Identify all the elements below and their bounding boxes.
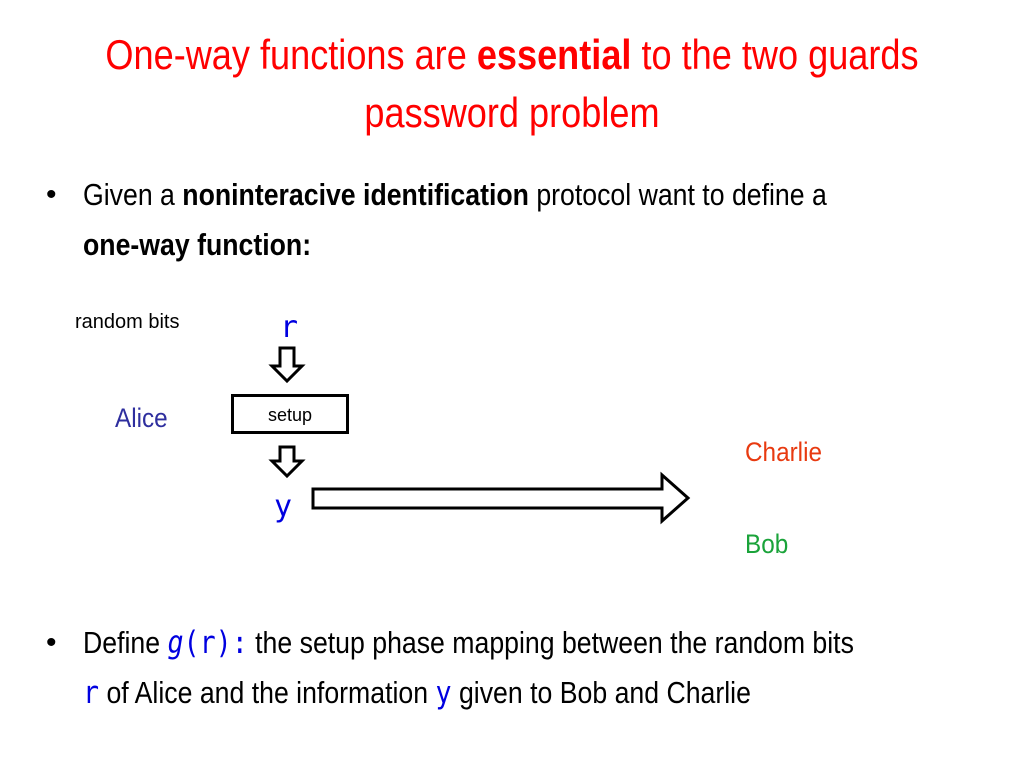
bullet-1-b1: noninteracive identification xyxy=(182,177,529,212)
y-inline: y xyxy=(435,675,452,711)
g-function: g xyxy=(167,625,184,661)
alice-label: Alice xyxy=(115,403,168,433)
bullet-2-t1: Define xyxy=(83,625,168,660)
down-arrow-icon xyxy=(268,445,306,479)
bullet-marker-1: • xyxy=(46,178,57,211)
bullet-1-text: Given a noninteracive identification pro… xyxy=(83,170,857,270)
bullet-1-t2: protocol want to define a xyxy=(528,177,827,212)
setup-box: setup xyxy=(231,394,349,434)
title-part2: to the two guards password problem xyxy=(364,31,919,136)
down-arrow-icon xyxy=(268,346,306,384)
r-variable: r xyxy=(280,310,299,345)
charlie-label: Charlie xyxy=(745,437,822,467)
title-part1: One-way functions are xyxy=(105,31,477,78)
bullet-1-b2: one-way function: xyxy=(83,227,312,262)
bullet-1-t1: Given a xyxy=(83,177,183,212)
slide-title: One-way functions are essential to the t… xyxy=(72,26,953,142)
right-arrow-icon xyxy=(311,471,691,525)
bullet-2-t2: the setup phase mapping between the rand… xyxy=(247,625,854,660)
bullet-marker-2: • xyxy=(46,626,57,659)
y-variable: y xyxy=(274,489,293,524)
setup-label: setup xyxy=(267,405,313,425)
r-inline: r xyxy=(83,675,100,711)
random-bits-label: random bits xyxy=(75,311,180,333)
bob-label: Bob xyxy=(745,529,789,559)
bullet-2-text: Define g(r): the setup phase mapping bet… xyxy=(83,618,857,718)
title-bold: essential xyxy=(476,31,632,78)
g-argument: (r): xyxy=(183,625,248,661)
bullet-2-t3: of Alice and the information xyxy=(99,675,436,710)
bullet-2-t4: given to Bob and Charlie xyxy=(451,675,751,710)
